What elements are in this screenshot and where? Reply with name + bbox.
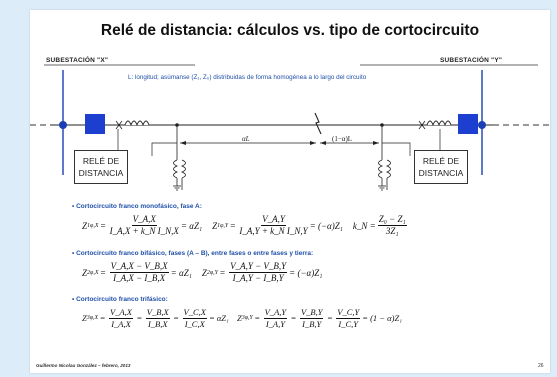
fault-icon bbox=[314, 112, 322, 135]
page-number: 26 bbox=[538, 363, 544, 369]
eq3-lhs1-sub: 3φ,X bbox=[86, 315, 99, 321]
station-x-label: SUBESTACIÓN "X" bbox=[46, 57, 109, 64]
eq3-den2a: I_A,Y bbox=[265, 318, 285, 329]
relay-y-line2: DISTANCIA bbox=[418, 168, 464, 178]
dimension-alpha-l bbox=[180, 141, 316, 145]
relay-x-line1: RELÉ DE bbox=[82, 156, 120, 166]
eq1-lhs2: Z bbox=[212, 220, 218, 231]
eq3-den2b: I_B,Y bbox=[302, 318, 322, 329]
footer-author: Guillermo Nicolau González – febrero, 20… bbox=[36, 363, 131, 368]
eq2-res2: = (−α)Z₁ bbox=[289, 267, 323, 278]
vt-x-icon bbox=[173, 125, 186, 191]
eq3-lhs1: Z bbox=[82, 313, 87, 323]
eq1-res1: = αZ₁ bbox=[180, 220, 203, 231]
eq2-lhs1-sub: 2φ,X bbox=[87, 269, 99, 276]
eq3-num2a: V_A,Y bbox=[263, 307, 288, 319]
eq3-num2c: V_C,Y bbox=[336, 307, 361, 319]
eq3-num1b: V_B,X bbox=[145, 307, 170, 319]
alpha-l-label: αL bbox=[242, 135, 250, 143]
eq3-res2: = (1 − α)Z₁ bbox=[362, 313, 403, 323]
eq3-num1c: V_C,X bbox=[182, 307, 207, 319]
vt-y-wire bbox=[382, 142, 411, 156]
eq2-lhs2-sub: 2φ,Y bbox=[206, 269, 218, 276]
eq1-kn-num: Z₀ − Z₁ bbox=[377, 214, 407, 226]
eq2-den2: I_A,Y − I_B,Y bbox=[232, 273, 284, 283]
eq1-den1: I_A,X + k_N I_N,X bbox=[109, 226, 179, 236]
eq1-num1: V_A,X bbox=[131, 214, 157, 226]
station-y-label: SUBESTACIÓN "Y" bbox=[440, 57, 503, 64]
contact-x-icon bbox=[115, 120, 123, 130]
eq2-den1: I_A,X − I_B,X bbox=[113, 273, 166, 283]
eq1-lhs1: Z bbox=[82, 220, 88, 231]
eq2-res1: = αZ₁ bbox=[170, 267, 192, 278]
bullet-two-phase: • Cortocircuito franco bifásico, fases (… bbox=[72, 250, 314, 257]
breaker-x-icon bbox=[85, 114, 105, 134]
eq1-num2: V_A,Y bbox=[261, 214, 286, 226]
one-minus-alpha-l-label: (1−α)L bbox=[332, 135, 353, 143]
relay-x-box: RELÉ DE DISTANCIA bbox=[74, 150, 128, 184]
bullet-three-phase: • Cortocircuito franco trifásico: bbox=[72, 296, 168, 303]
slide: Relé de distancia: cálculos vs. tipo de … bbox=[30, 10, 550, 373]
eq3-den1b: I_B,X bbox=[147, 318, 168, 329]
ct-y-icon bbox=[426, 120, 452, 127]
bus-node-y bbox=[478, 121, 486, 129]
eq2-num1: V_A,X − V_B,X bbox=[109, 261, 169, 273]
eq3-den2c: I_C,Y bbox=[338, 318, 359, 329]
ct-x-icon bbox=[124, 120, 150, 127]
slide-title: Relé de distancia: cálculos vs. tipo de … bbox=[100, 22, 480, 39]
bus-node-x bbox=[59, 121, 67, 129]
eq1-kn-den: 3Z₁ bbox=[385, 226, 399, 236]
eq1-lhs2-sub: 1φ,Y bbox=[217, 222, 229, 229]
eq1-lhs1-sub: 1φ,X bbox=[87, 222, 99, 229]
eq3-num2b: V_B,Y bbox=[299, 307, 324, 319]
vt-x-wire bbox=[151, 142, 177, 156]
eq3-den1a: I_A,X bbox=[111, 318, 131, 329]
relay-x-line2: DISTANCIA bbox=[78, 168, 124, 178]
eq2-lhs1: Z bbox=[82, 267, 88, 278]
relay-y-line1: RELÉ DE bbox=[422, 156, 460, 166]
eq1-res2: = (−α)Z₁ bbox=[309, 220, 343, 231]
vt-y-icon bbox=[378, 125, 391, 191]
eq1-kn-lhs: k_N = bbox=[352, 220, 376, 231]
eq3-res1: = αZ₁ bbox=[208, 313, 229, 323]
dimension-one-minus-alpha-l bbox=[320, 141, 379, 145]
eq1-den2: I_A,Y + k_N I_N,Y bbox=[239, 226, 308, 236]
bullet-single-phase: • Cortocircuito franco monofásico, fase … bbox=[72, 203, 202, 210]
length-note: L: longitud; asúmanse (Z₁, Z₀) distribui… bbox=[128, 74, 367, 81]
breaker-y-icon bbox=[458, 114, 478, 134]
eq3-den1c: I_C,X bbox=[184, 318, 205, 329]
eq2-num2: V_A,Y − V_B,Y bbox=[229, 261, 288, 273]
contact-y-icon bbox=[418, 120, 426, 130]
single-line-diagram bbox=[30, 64, 550, 191]
relay-y-box: RELÉ DE DISTANCIA bbox=[414, 150, 468, 184]
eq3-lhs2-sub: 3φ,Y bbox=[241, 315, 253, 321]
eq2-lhs2: Z bbox=[201, 267, 207, 278]
eq3-num1a: V_A,X bbox=[109, 307, 133, 319]
eq3-lhs2: Z bbox=[236, 313, 242, 323]
